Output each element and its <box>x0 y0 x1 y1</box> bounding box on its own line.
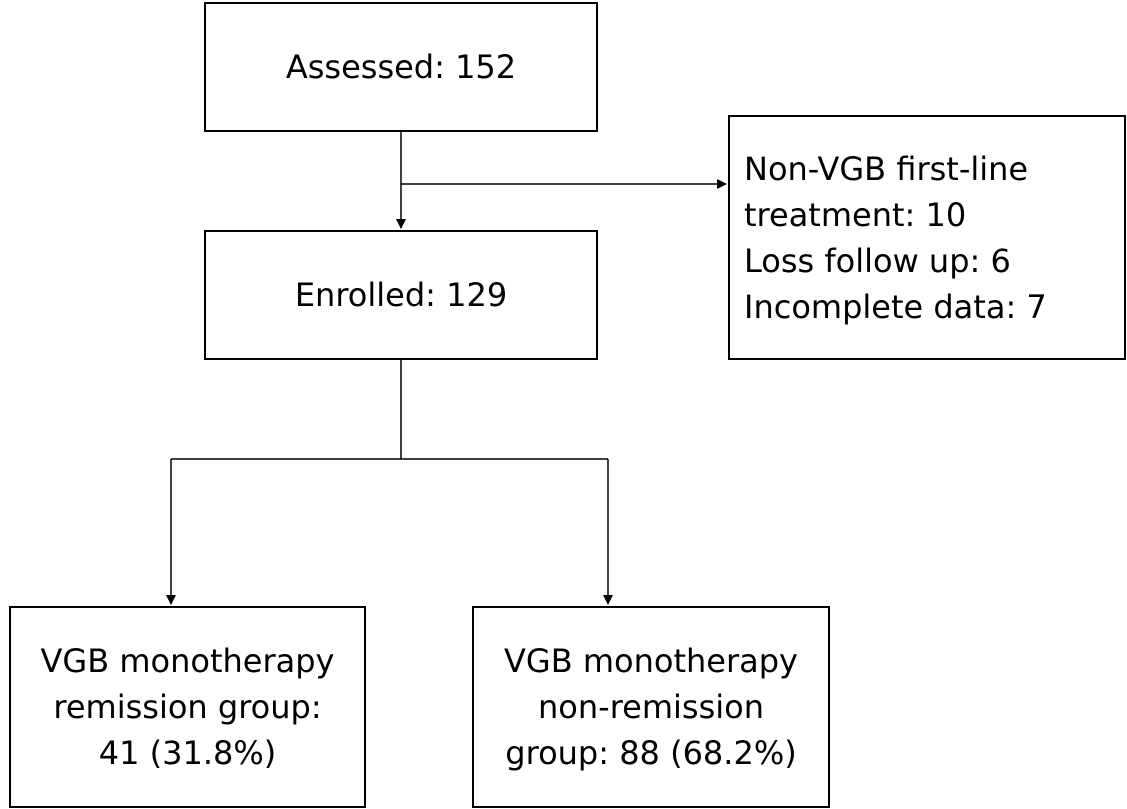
remission-line-1: VGB monotherapy <box>40 642 335 680</box>
non-remission-line-1: VGB monotherapy <box>504 642 798 680</box>
excluded-line-2: treatment: 10 <box>744 195 967 234</box>
remission-line-2: remission group: <box>53 688 322 726</box>
enrolled-box: Enrolled: 129 <box>204 230 598 360</box>
remission-line-3: 41 (31.8%) <box>98 734 277 772</box>
excluded-line-1: Non-VGB first-line <box>744 149 1029 188</box>
assessed-text: Assessed: 152 <box>285 48 517 86</box>
non-remission-line-2: non-remission <box>538 688 764 726</box>
non-remission-group-box: VGB monotherapy non-remission group: 88 … <box>472 606 830 808</box>
enrolled-text: Enrolled: 129 <box>294 276 508 314</box>
remission-group-box: VGB monotherapy remission group: 41 (31.… <box>9 606 366 808</box>
excluded-box: Non-VGB first-line treatment: 10 Loss fo… <box>728 115 1126 360</box>
non-remission-line-3: group: 88 (68.2%) <box>505 734 797 772</box>
excluded-line-4: Incomplete data: 7 <box>744 287 1047 326</box>
excluded-line-3: Loss follow up: 6 <box>744 241 1011 280</box>
assessed-box: Assessed: 152 <box>204 2 598 132</box>
